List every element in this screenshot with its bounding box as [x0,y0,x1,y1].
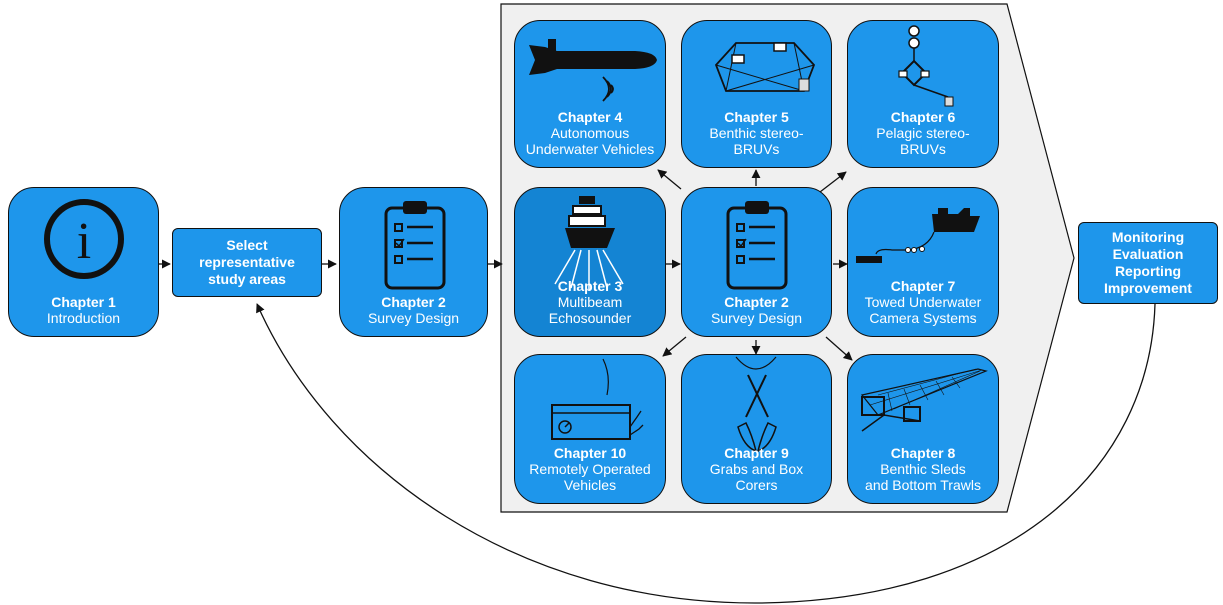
arrow-ch2-to-ch10 [662,336,687,357]
monitor-line-4: Improvement [1104,280,1192,296]
chapter-2-center-node[interactable]: Chapter 2 Survey Design [681,187,832,337]
monitor-line-2: Evaluation [1112,246,1184,262]
chapter-9-node[interactable]: Chapter 9 Grabs and Box Corers [681,354,832,504]
chapter-2-left-subtitle: Survey Design [367,310,460,326]
arrow-ch2-to-ch8 [825,336,853,361]
chapter-3-title: Chapter 3 [557,278,623,294]
chapter-6-node[interactable]: Chapter 6 Pelagic stereo- BRUVs [847,20,999,168]
pelagic-bruv-icon [898,25,954,107]
chapter-10-node[interactable]: Chapter 10 Remotely Operated Vehicles [514,354,666,504]
chapter-3-subtitle-2: Echosounder [548,310,632,326]
monitor-line-1: Monitoring [1111,229,1185,245]
chapter-10-title: Chapter 10 [553,445,627,461]
chapter-2-left-node[interactable]: Chapter 2 Survey Design [339,187,488,337]
chapter-8-subtitle-2: and Bottom Trawls [865,477,981,493]
chapter-5-node[interactable]: Chapter 5 Benthic stereo- BRUVs [681,20,832,168]
chapter-4-subtitle-2: Underwater Vehicles [525,141,655,157]
towed-camera-icon [856,208,980,263]
clipboard-icon [726,201,788,290]
chapter-3-node[interactable]: Chapter 3 Multibeam Echosounder [514,187,666,337]
chapter-5-subtitle-2: BRUVs [733,141,780,157]
chapter-3-subtitle-1: Multibeam [557,294,623,310]
chapter-1-title: Chapter 1 [51,294,116,310]
chapter-2-center-title: Chapter 2 [724,294,789,310]
chapter-1-subtitle: Introduction [46,310,121,326]
chapter-4-node[interactable]: Chapter 4 Autonomous Underwater Vehicles [514,20,666,168]
chapter-6-subtitle-2: BRUVs [900,141,946,157]
chapter-10-subtitle-2: Vehicles [563,477,617,493]
select-line-1: Select [226,237,268,253]
chapter-9-subtitle-2: Corers [735,477,778,493]
ship-sonar-icon [554,196,624,290]
chapter-6-title: Chapter 6 [890,109,956,125]
chapter-9-title: Chapter 9 [724,445,789,461]
select-study-areas-node[interactable]: Select representative study areas [172,228,322,297]
arrow-ch2-to-ch6 [819,171,847,193]
chapter-2-left-title: Chapter 2 [381,294,446,310]
chapter-5-title: Chapter 5 [724,109,789,125]
chapter-1-node[interactable]: i Chapter 1 Introduction [8,187,159,337]
rov-icon [551,358,644,440]
chapter-7-subtitle-2: Camera Systems [869,310,977,326]
chapter-2-center-subtitle: Survey Design [710,310,803,326]
chapter-7-node[interactable]: Chapter 7 Towed Underwater Camera System… [847,187,999,337]
trawl-net-icon [860,368,988,432]
chapter-8-title: Chapter 8 [890,445,956,461]
select-line-3: study areas [208,271,286,287]
chapter-4-title: Chapter 4 [557,109,623,125]
chapter-6-subtitle-1: Pelagic stereo- [876,125,970,141]
monitor-line-3: Reporting [1114,263,1182,279]
chapter-5-subtitle-1: Benthic stereo- [709,125,804,141]
auv-icon [529,39,657,102]
arrow-ch2-to-ch4 [657,169,682,190]
feedback-loop-arrow [256,303,1156,604]
chapter-9-subtitle-1: Grabs and Box [709,461,804,477]
chapter-7-title: Chapter 7 [890,278,956,294]
clipboard-icon [384,201,446,290]
monitoring-evaluation-node[interactable]: Monitoring Evaluation Reporting Improvem… [1078,222,1218,304]
chapter-10-subtitle-1: Remotely Operated [529,461,651,477]
svg-text:i: i [77,213,91,270]
chapter-4-subtitle-1: Autonomous [550,125,630,141]
info-icon: i [44,199,124,279]
chapter-8-node[interactable]: Chapter 8 Benthic Sleds and Bottom Trawl… [847,354,999,504]
benthic-bruv-frame-icon [714,42,816,92]
chapter-7-subtitle-1: Towed Underwater [864,294,982,310]
grab-sampler-icon [735,356,777,453]
select-line-2: representative [199,254,295,270]
chapter-8-subtitle-1: Benthic Sleds [880,461,966,477]
